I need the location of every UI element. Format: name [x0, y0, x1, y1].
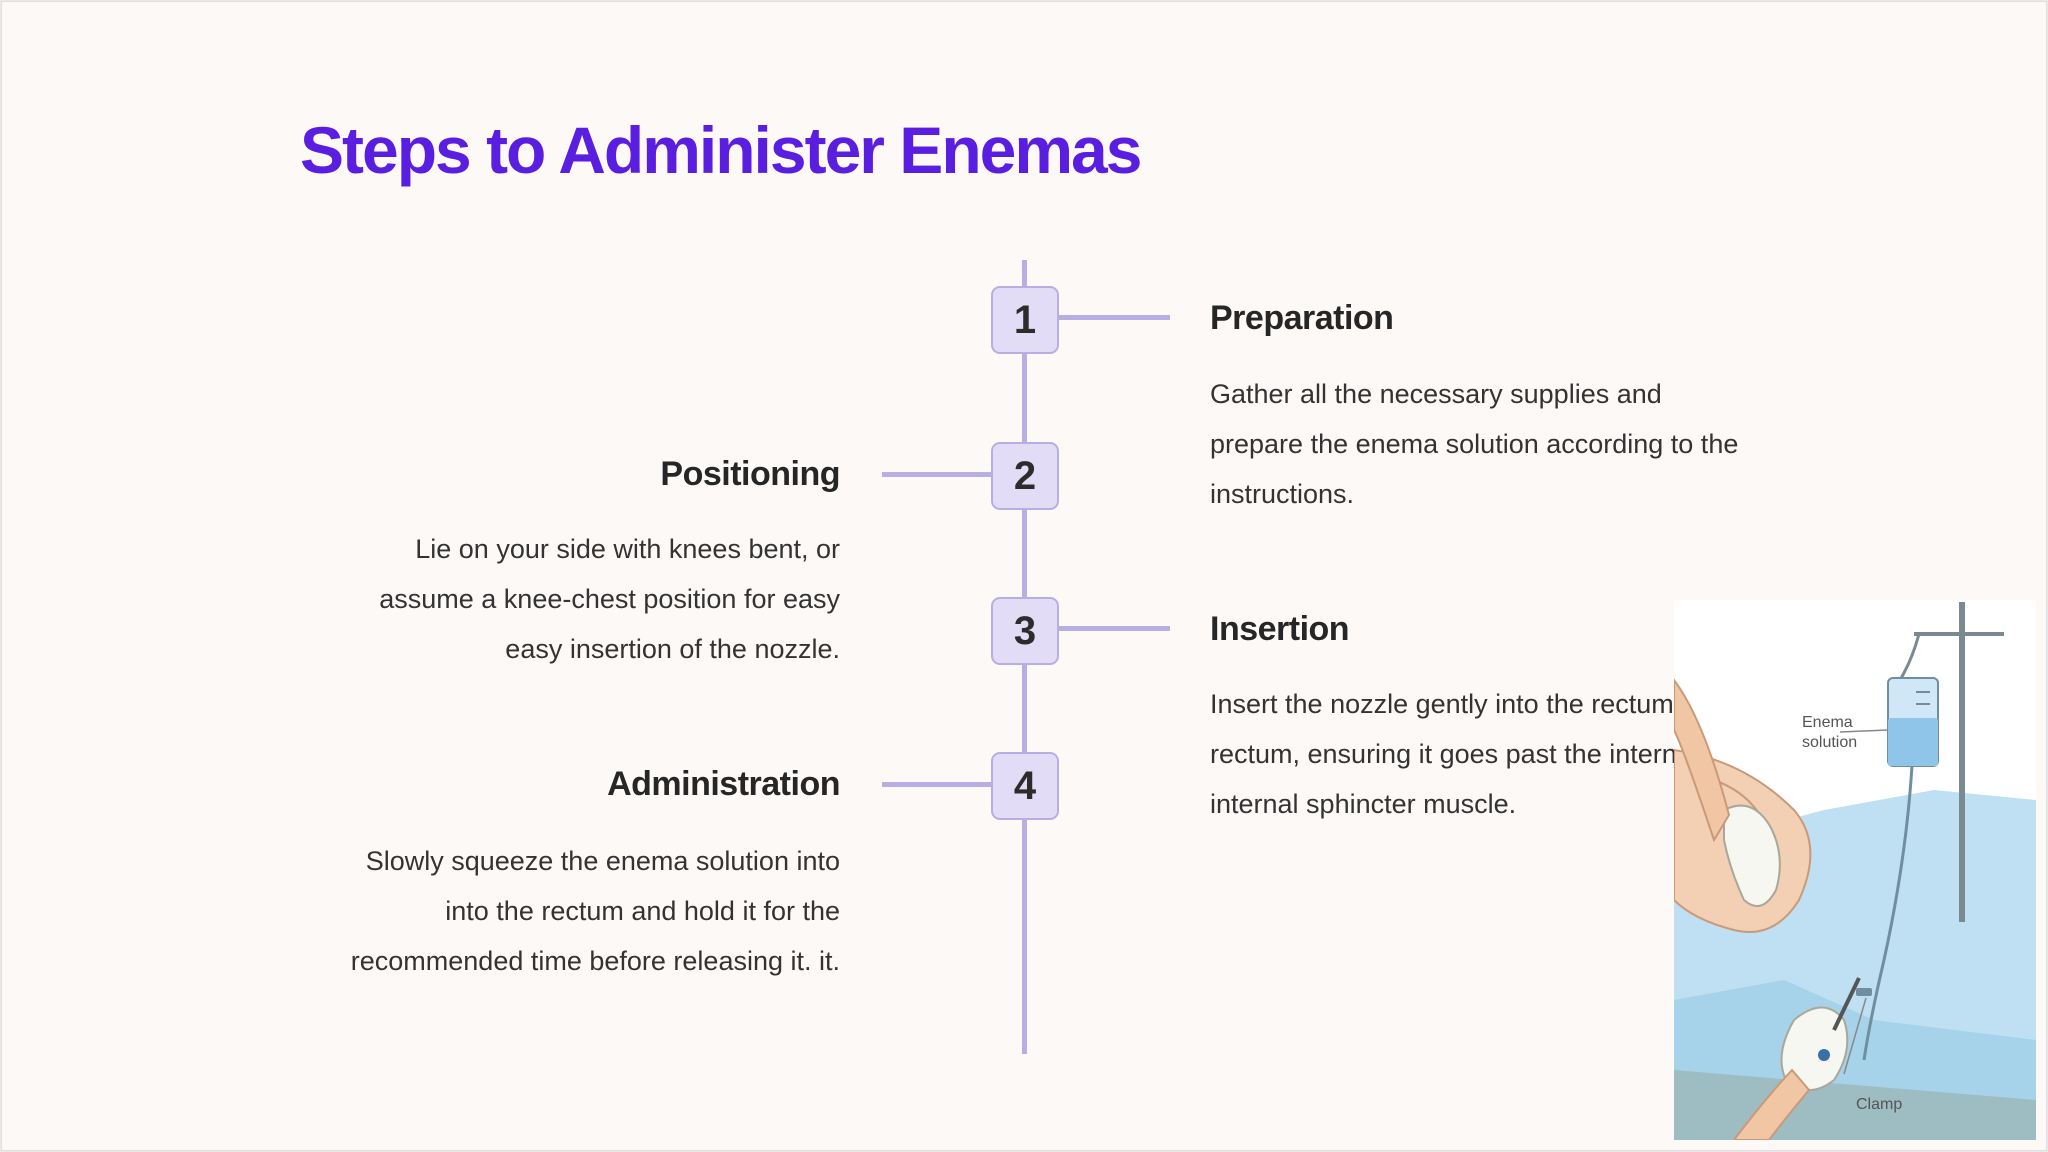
step-4-title: Administration — [607, 765, 840, 803]
step-2-title: Positioning — [660, 455, 840, 493]
enema-illustration-drawing: Enema solution Clamp — [1674, 600, 2036, 1140]
step-1-title: Preparation — [1210, 299, 1394, 337]
connector-step-3 — [1058, 626, 1170, 631]
step-3-title: Insertion — [1210, 610, 1350, 648]
step-2-badge: 2 — [991, 442, 1059, 510]
step-1-text: Gather all the necessary supplies and pr… — [1210, 379, 1739, 509]
step-1-badge: 1 — [991, 286, 1059, 354]
step-4-text: Slowly squeeze the enema solution into i… — [350, 846, 840, 976]
step-3-text: Insert the nozzle gently into the rectum… — [1210, 689, 1698, 819]
step-2-text: Lie on your side with knees bent, or ass… — [379, 534, 840, 664]
label-solution: solution — [1802, 734, 1857, 751]
connector-step-4 — [882, 782, 994, 787]
step-4-badge: 4 — [991, 752, 1059, 820]
enema-illustration: Enema solution Clamp — [1674, 600, 2036, 1140]
step-3-badge: 3 — [991, 597, 1059, 665]
connector-step-2 — [882, 472, 994, 477]
label-enema: Enema — [1802, 714, 1853, 731]
label-clamp: Clamp — [1856, 1096, 1902, 1113]
page-title: Steps to Administer Enemas — [300, 113, 1142, 187]
connector-step-1 — [1058, 315, 1170, 320]
